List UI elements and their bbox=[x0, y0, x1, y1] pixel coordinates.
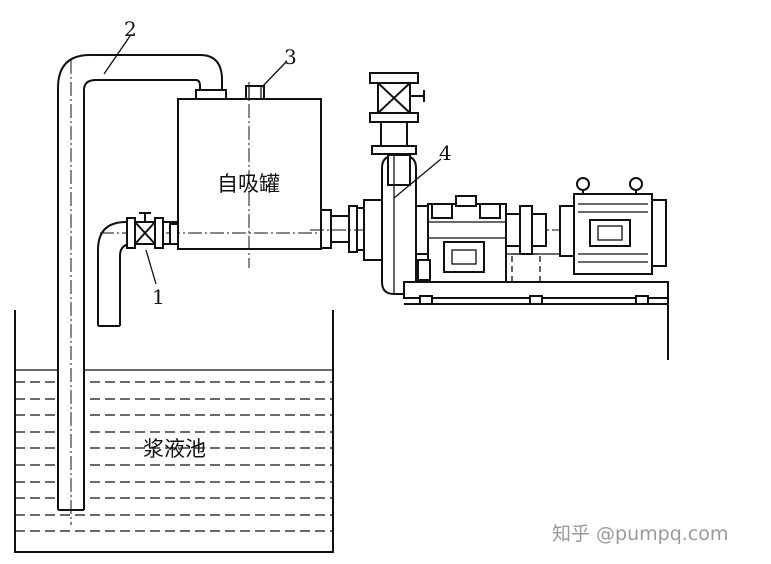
pump-4 bbox=[363, 154, 429, 295]
leader-lines bbox=[103, 35, 442, 285]
inlet-pipe-1 bbox=[97, 212, 335, 327]
self-priming-tank: 自吸罐 bbox=[177, 82, 322, 268]
leader-2 bbox=[103, 35, 131, 75]
pipe-2-flange bbox=[195, 89, 227, 100]
motor-end-cap bbox=[651, 199, 667, 267]
pipe-2-inner bbox=[83, 79, 201, 510]
base-plate bbox=[403, 281, 669, 360]
coupling bbox=[505, 205, 562, 291]
discharge-pipe bbox=[380, 121, 408, 147]
inlet-pipe-outer bbox=[97, 221, 178, 326]
pump-outlet-neck bbox=[387, 154, 411, 186]
bearing-cover bbox=[443, 241, 485, 273]
coupling-hub bbox=[519, 205, 533, 255]
label-4: 4 bbox=[439, 141, 452, 165]
motor-lift-eye-right bbox=[629, 177, 643, 191]
pipe-2-outer bbox=[57, 54, 223, 510]
label-2: 2 bbox=[124, 17, 137, 41]
watermark: 知乎 @pumpq.com bbox=[552, 523, 728, 545]
motor-terminal-box bbox=[589, 219, 631, 247]
pool-walls bbox=[14, 310, 334, 553]
pipe-2-long bbox=[57, 54, 227, 525]
tank-label: 自吸罐 bbox=[217, 172, 280, 196]
leader-4 bbox=[393, 158, 442, 199]
bearing-housing bbox=[417, 195, 507, 283]
label-3: 3 bbox=[284, 45, 297, 69]
motor bbox=[559, 177, 667, 283]
leader-3 bbox=[261, 61, 287, 88]
motor-lift-eye-left bbox=[576, 177, 590, 191]
pool-label: 浆液池 bbox=[143, 437, 206, 461]
inlet-pipe-inner bbox=[119, 243, 178, 326]
discharge-valve bbox=[369, 72, 425, 155]
leader-1 bbox=[145, 249, 157, 285]
tank-top-nozzle bbox=[245, 85, 265, 100]
label-1: 1 bbox=[152, 285, 165, 309]
